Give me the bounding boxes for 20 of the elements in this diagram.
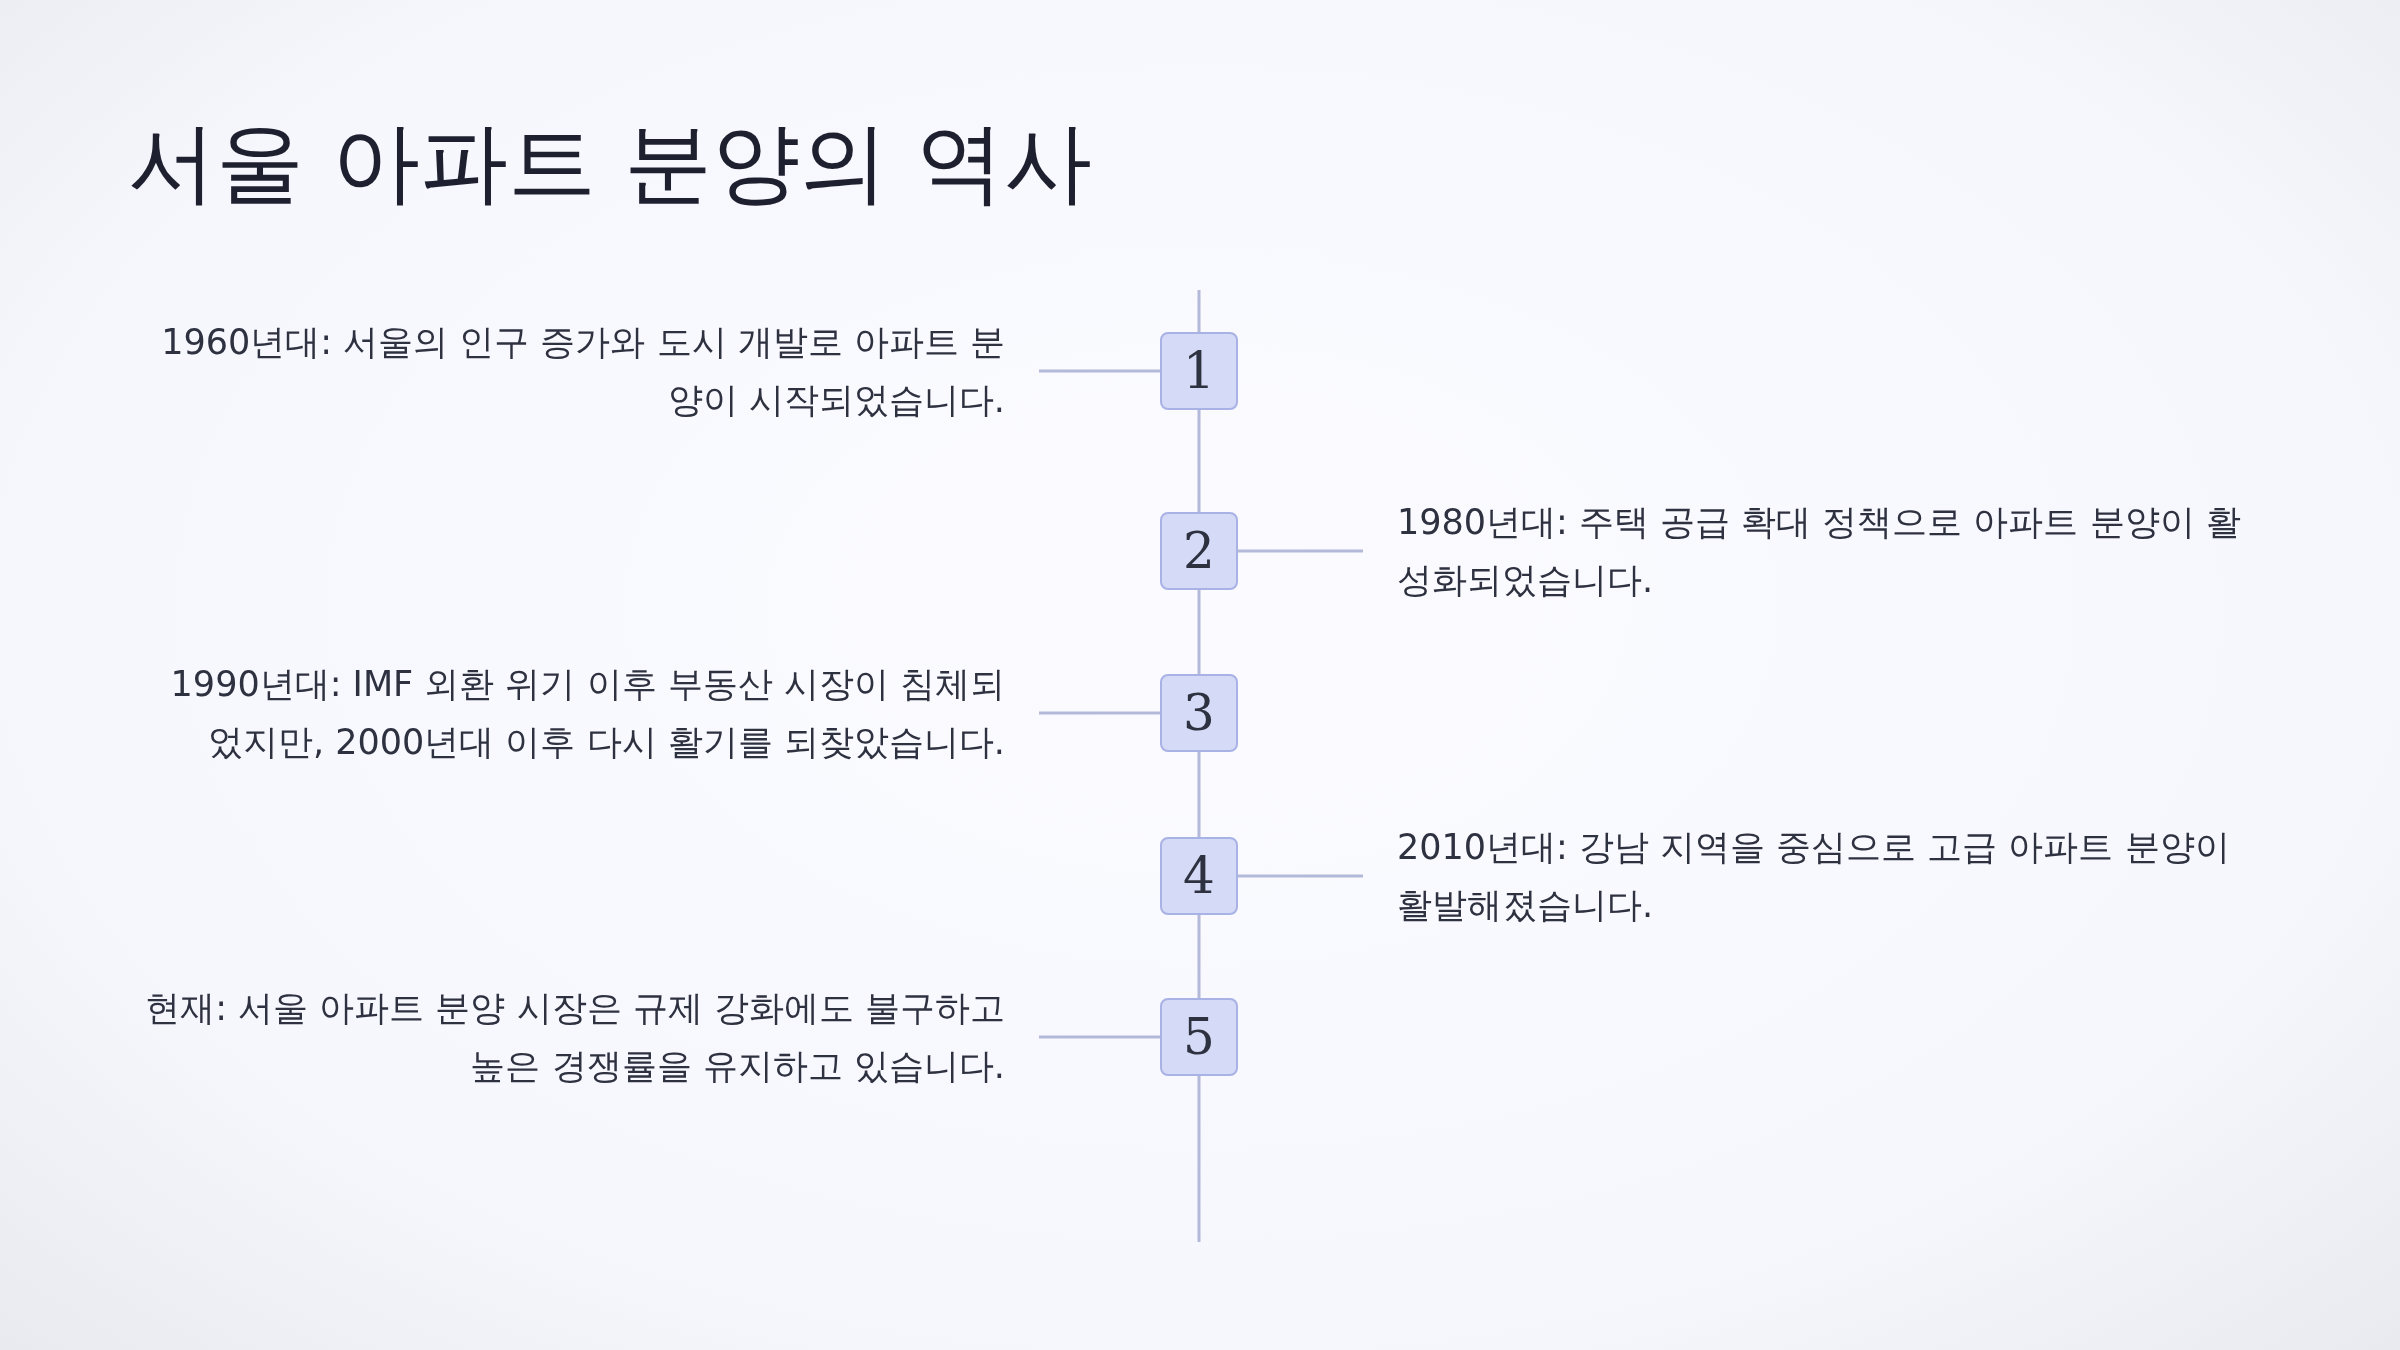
connector-line xyxy=(1197,590,1201,674)
step-number-box: 5 xyxy=(1160,998,1238,1076)
connector-line xyxy=(1197,752,1201,837)
connector-line xyxy=(1238,874,1363,878)
connector-line xyxy=(1039,711,1160,715)
step-number-box: 4 xyxy=(1160,837,1238,915)
timeline-text: 1980년대: 주택 공급 확대 정책으로 아파트 분양이 활성화되었습니다. xyxy=(1397,493,2257,609)
timeline-text: 1990년대: IMF 외환 위기 이후 부동산 시장이 침체되었지만, 2000년대 이후 다시 활기를 되찾았습니다. xyxy=(145,655,1005,771)
step-number-box: 3 xyxy=(1160,674,1238,752)
timeline-text: 1960년대: 서울의 인구 증가와 도시 개발로 아파트 분양이 시작되었습니다. xyxy=(145,313,1005,429)
step-number-box: 1 xyxy=(1160,332,1238,410)
connector-line xyxy=(1238,549,1363,553)
title: 서울 아파트 분양의 역사 xyxy=(128,110,1092,216)
connector-line xyxy=(1197,410,1201,512)
timeline-text: 현재: 서울 아파트 분양 시장은 규제 강화에도 불구하고 높은 경쟁률을 유지하고 있습니다. xyxy=(145,979,1005,1095)
connector-line xyxy=(1039,369,1160,373)
connector-line xyxy=(1197,915,1201,998)
connector-line xyxy=(1039,1035,1160,1039)
step-number-box: 2 xyxy=(1160,512,1238,590)
timeline-text: 2010년대: 강남 지역을 중심으로 고급 아파트 분양이 활발해졌습니다. xyxy=(1397,818,2257,934)
